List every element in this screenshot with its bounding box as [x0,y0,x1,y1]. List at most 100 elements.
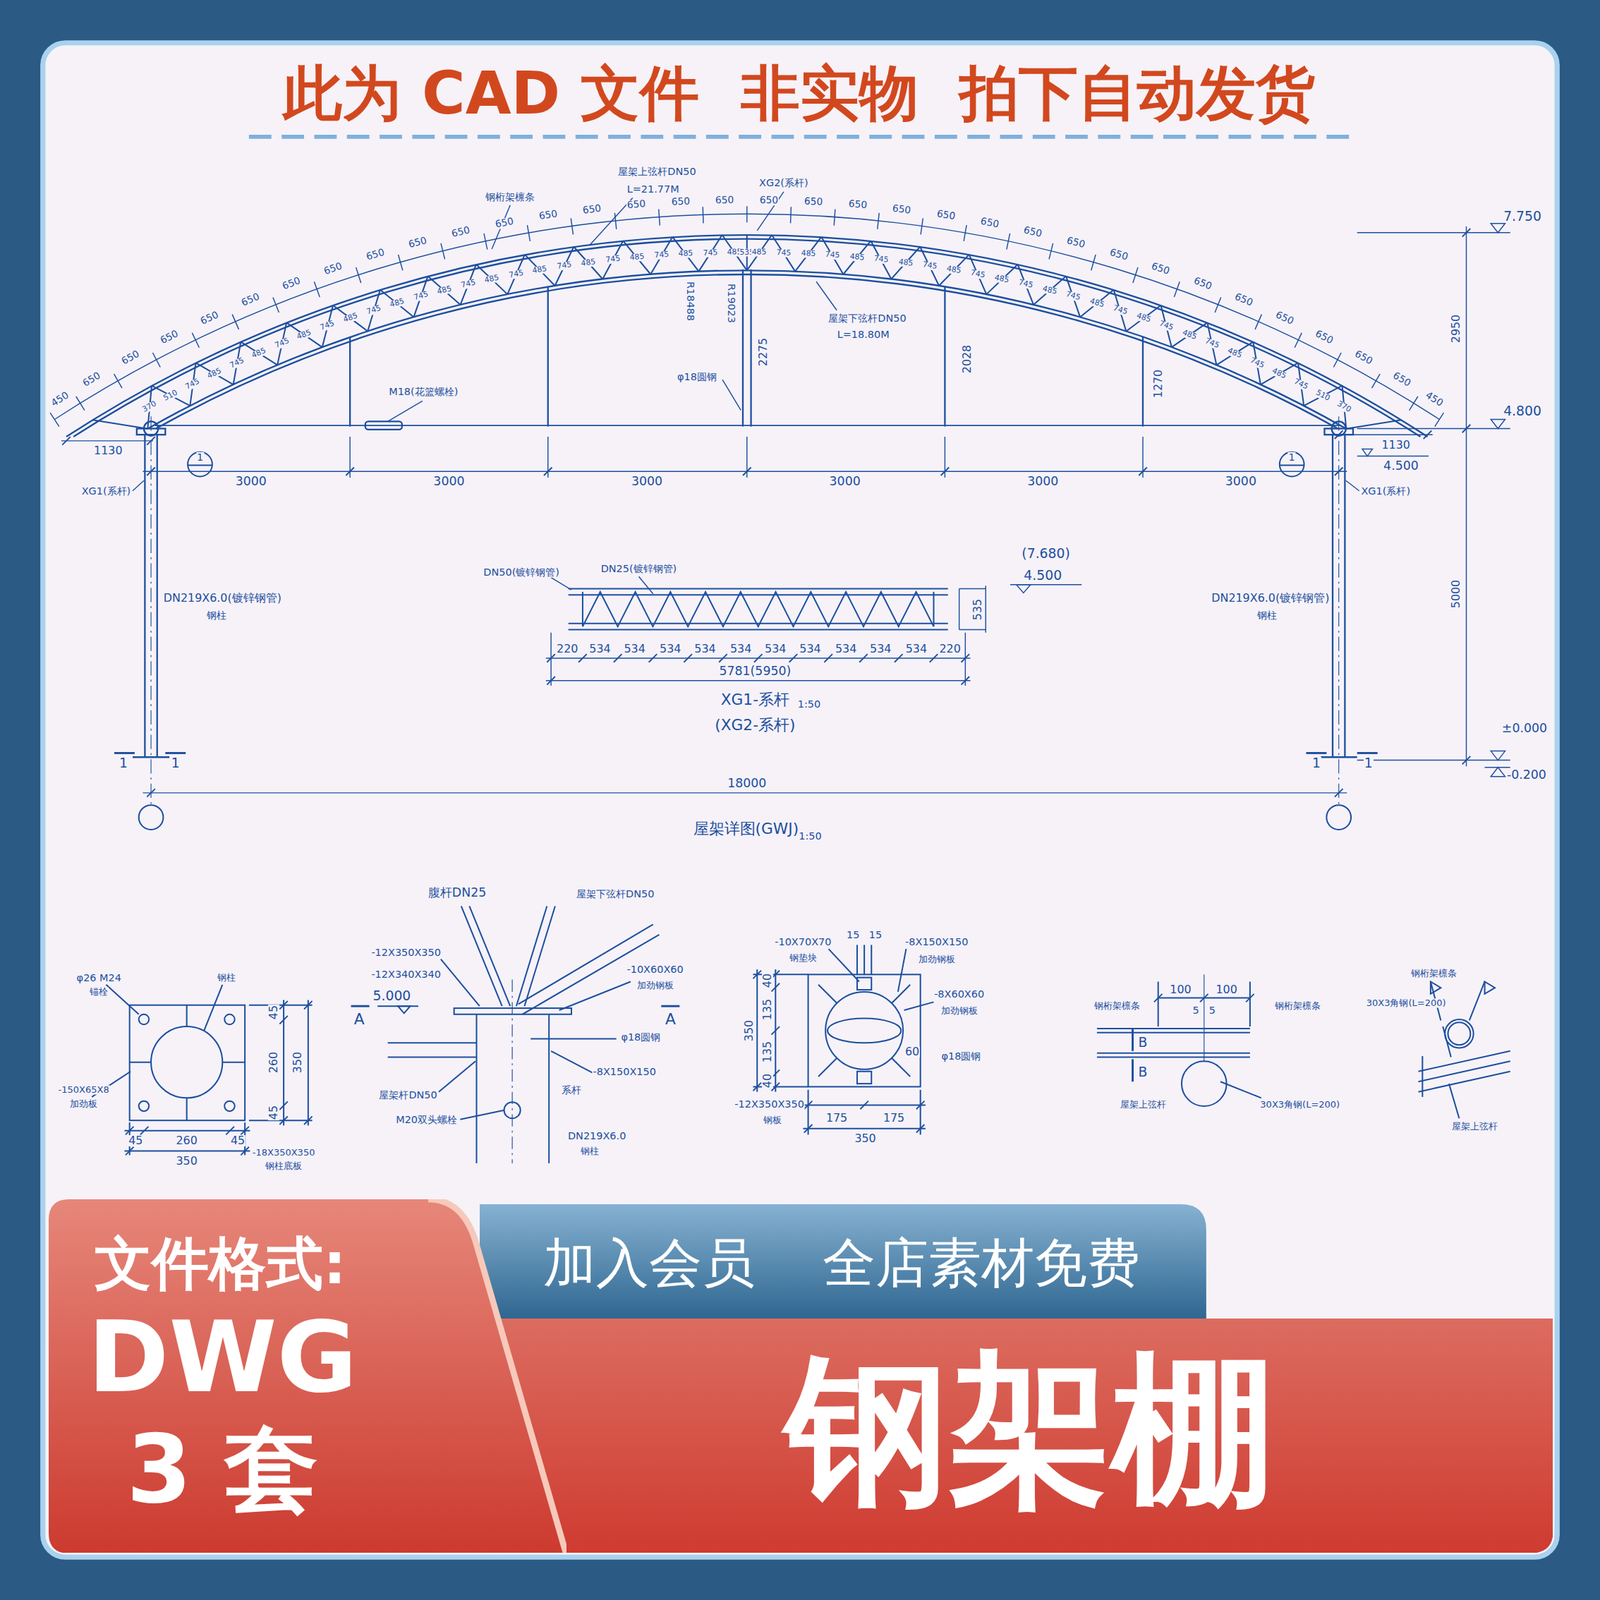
dimension-tick [356,267,362,283]
dimension-label: 534 [693,643,717,655]
web-member [771,234,796,272]
purlin-clip-detail [1418,1071,1511,1093]
member-length: 745 [702,249,719,258]
dimension-label: XG1-系杆 [720,692,791,708]
web-member [1033,275,1066,305]
dimension-label: 钢板 [762,1116,783,1126]
base-plate-detail [186,1005,188,1027]
dimension-line [959,588,987,590]
web-member [938,254,970,286]
member-length: 745 [653,251,670,260]
roof-truss [148,270,1347,429]
dimension-label: R19023 [726,282,737,324]
dimension-line [1357,759,1511,761]
dimension-label: -12X350X350 [370,946,442,957]
xg1-truss [568,594,949,596]
dimension-tick [754,653,763,663]
column-top-detail [550,1051,595,1074]
steel-column [132,756,170,758]
dimension-label: 45 [229,1135,246,1147]
leader-line [816,281,837,311]
arch-dimension: 650 [759,195,779,206]
dimension-label: 钢桁架檩条 [1093,1001,1141,1011]
grid-axis-symbol [138,804,164,830]
web-member [795,237,822,272]
dimension-label: DN219X6.0(镀锌钢管) [162,592,283,604]
dimension-label: 175 [825,1112,848,1124]
dimension-tick [1154,994,1163,1003]
dimension-label: 钢垫块 [788,953,818,963]
base-plate-detail [105,984,139,1015]
dimension-label: 钢柱底板 [264,1161,303,1172]
web-member [870,240,892,279]
dimension-tick [1462,756,1471,765]
dimension-label: 4.500 [1382,459,1420,472]
dimension-tick [345,467,355,476]
arch-dimension: 650 [891,203,913,216]
dimension-label: M18(花篮螺栓) [388,386,459,397]
dimension-tick [191,332,199,348]
purlin-detail [1097,1052,1251,1054]
dimension-tick [701,206,704,223]
dimension-tick [1132,267,1138,283]
dimension-label: 350 [743,1019,755,1042]
web-member [843,240,871,274]
dimension-tick [152,352,161,367]
column-top-detail [397,1005,410,1014]
base-plate-detail [129,1005,245,1121]
dimension-label: 3000 [234,475,268,488]
panel-fill [500,1318,1554,1554]
web-member [891,246,920,280]
dimension-tick [279,1015,288,1025]
dimension-label: 3000 [432,475,465,488]
purlin-clip-detail [1485,981,1495,994]
dimension-label: -18X350X350 [251,1148,317,1158]
purlin-detail [1249,981,1251,1027]
web-member [622,240,651,274]
leader-line [756,191,784,231]
dimension-tick [1294,332,1302,348]
sheet [43,43,1558,1558]
product-title-band: 钢架棚 [500,1318,1554,1554]
leader-line [388,400,423,422]
web-member [986,264,1018,295]
dimension-label: 钢柱 [1256,610,1278,621]
steel-column [1331,434,1334,757]
base-plate-detail [222,1061,245,1064]
dimension-tick [279,1101,288,1110]
dimension-line [958,589,960,630]
dimension-label: 534 [798,643,822,655]
section-a-detail [818,1058,837,1077]
section-mark [1305,752,1327,755]
dimension-label: 534 [834,643,858,655]
dimension-label: (XG2-系杆) [713,718,796,734]
arch-dimension: 650 [847,198,868,211]
section-a-detail [808,974,921,1087]
base-plate-detail [138,1014,149,1025]
dimension-label: -12X340X340 [370,969,442,980]
xg1-truss [582,591,584,627]
web-member [286,322,323,348]
dimension-tick [1255,314,1262,330]
purlin-detail [1097,974,1262,1107]
dimension-label: -8X150X150 [592,1066,657,1077]
dimension-tick [1200,994,1209,1003]
xg1-truss [568,588,949,590]
web-member [1216,342,1253,366]
dimension-label: 534 [764,643,787,655]
arch-dimension: 650 [581,203,603,216]
section-a-detail [863,944,865,975]
dimension-tick [746,205,748,223]
purlin-detail [1131,1028,1134,1052]
dimension-line [1490,419,1505,429]
dimension-label: 1 [196,452,204,463]
base-plate-detail [224,1101,235,1112]
purlin-detail [1131,1058,1134,1082]
dimension-line [143,792,1348,793]
dimension-tick [140,1126,149,1136]
panel-text: 钢架棚 [785,1348,1275,1512]
purlin-clip-detail [1418,1051,1511,1072]
dimension-label: 350 [853,1132,877,1145]
dimension-label: 3000 [828,475,862,488]
